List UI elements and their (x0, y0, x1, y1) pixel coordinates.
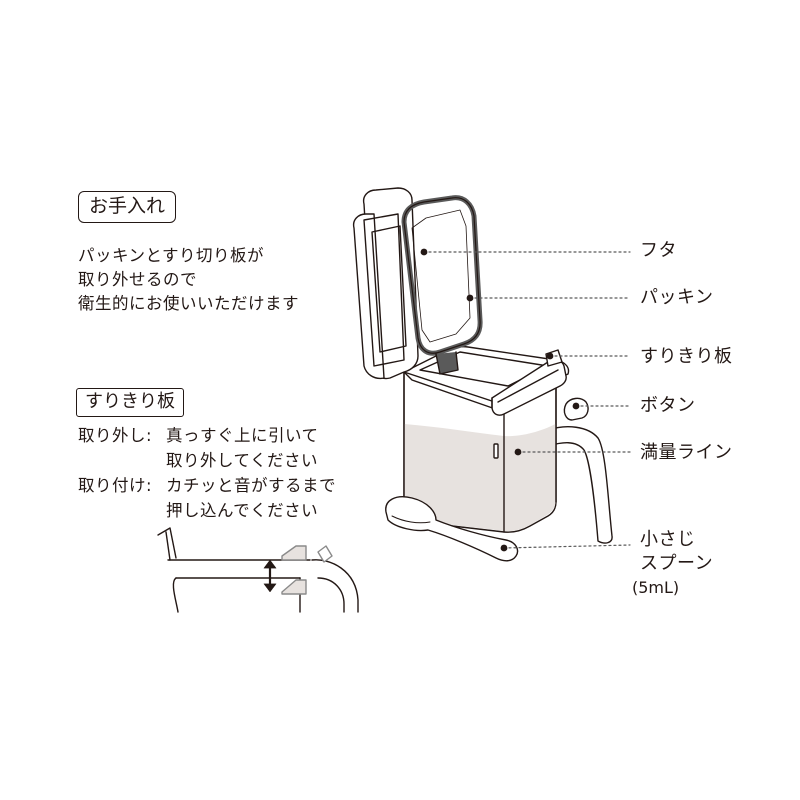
attach-label: 取り付け: (78, 476, 153, 495)
care-description: パッキンとすり切り板が 取り外せるので 衛生的にお使いいただけます (78, 244, 299, 316)
lid (352, 187, 419, 380)
label-spoon-line1: 小さじ (640, 529, 696, 550)
label-lid: フタ (640, 240, 677, 261)
gasket (401, 195, 483, 375)
blade-title: すりきり板 (76, 388, 184, 417)
label-blade: すりきり板 (640, 346, 733, 367)
remove-line-2: 取り外してください (166, 451, 319, 470)
remove-line-1: 真っすぐ上に引いて (166, 426, 319, 445)
spoon (385, 496, 519, 562)
blade-attached (281, 579, 307, 595)
up-down-arrow-icon (263, 559, 277, 593)
container-handle (547, 426, 613, 544)
remove-label: 取り外し: (78, 426, 153, 445)
full-line-marker (493, 443, 499, 459)
label-spoon-line2: スプーン (640, 553, 714, 574)
care-line-2: 取り外せるので (78, 270, 197, 289)
leader-dots (420, 248, 580, 552)
attach-line-2: 押し込んでください (166, 501, 319, 520)
blade-detail-diagram (157, 527, 359, 613)
attach-line-1: カチッと音がするまで (166, 476, 336, 495)
label-button: ボタン (640, 395, 696, 416)
blade-ghost-upper (281, 545, 307, 561)
care-title: お手入れ (78, 191, 177, 223)
label-gasket: パッキン (640, 287, 714, 308)
label-spoon-volume: (5mL) (632, 578, 680, 597)
label-full-line: 満量ライン (640, 442, 733, 463)
care-line-1: パッキンとすり切り板が (78, 246, 265, 265)
leader-lines (423, 251, 631, 549)
care-line-3: 衛生的にお使いいただけます (78, 294, 299, 313)
